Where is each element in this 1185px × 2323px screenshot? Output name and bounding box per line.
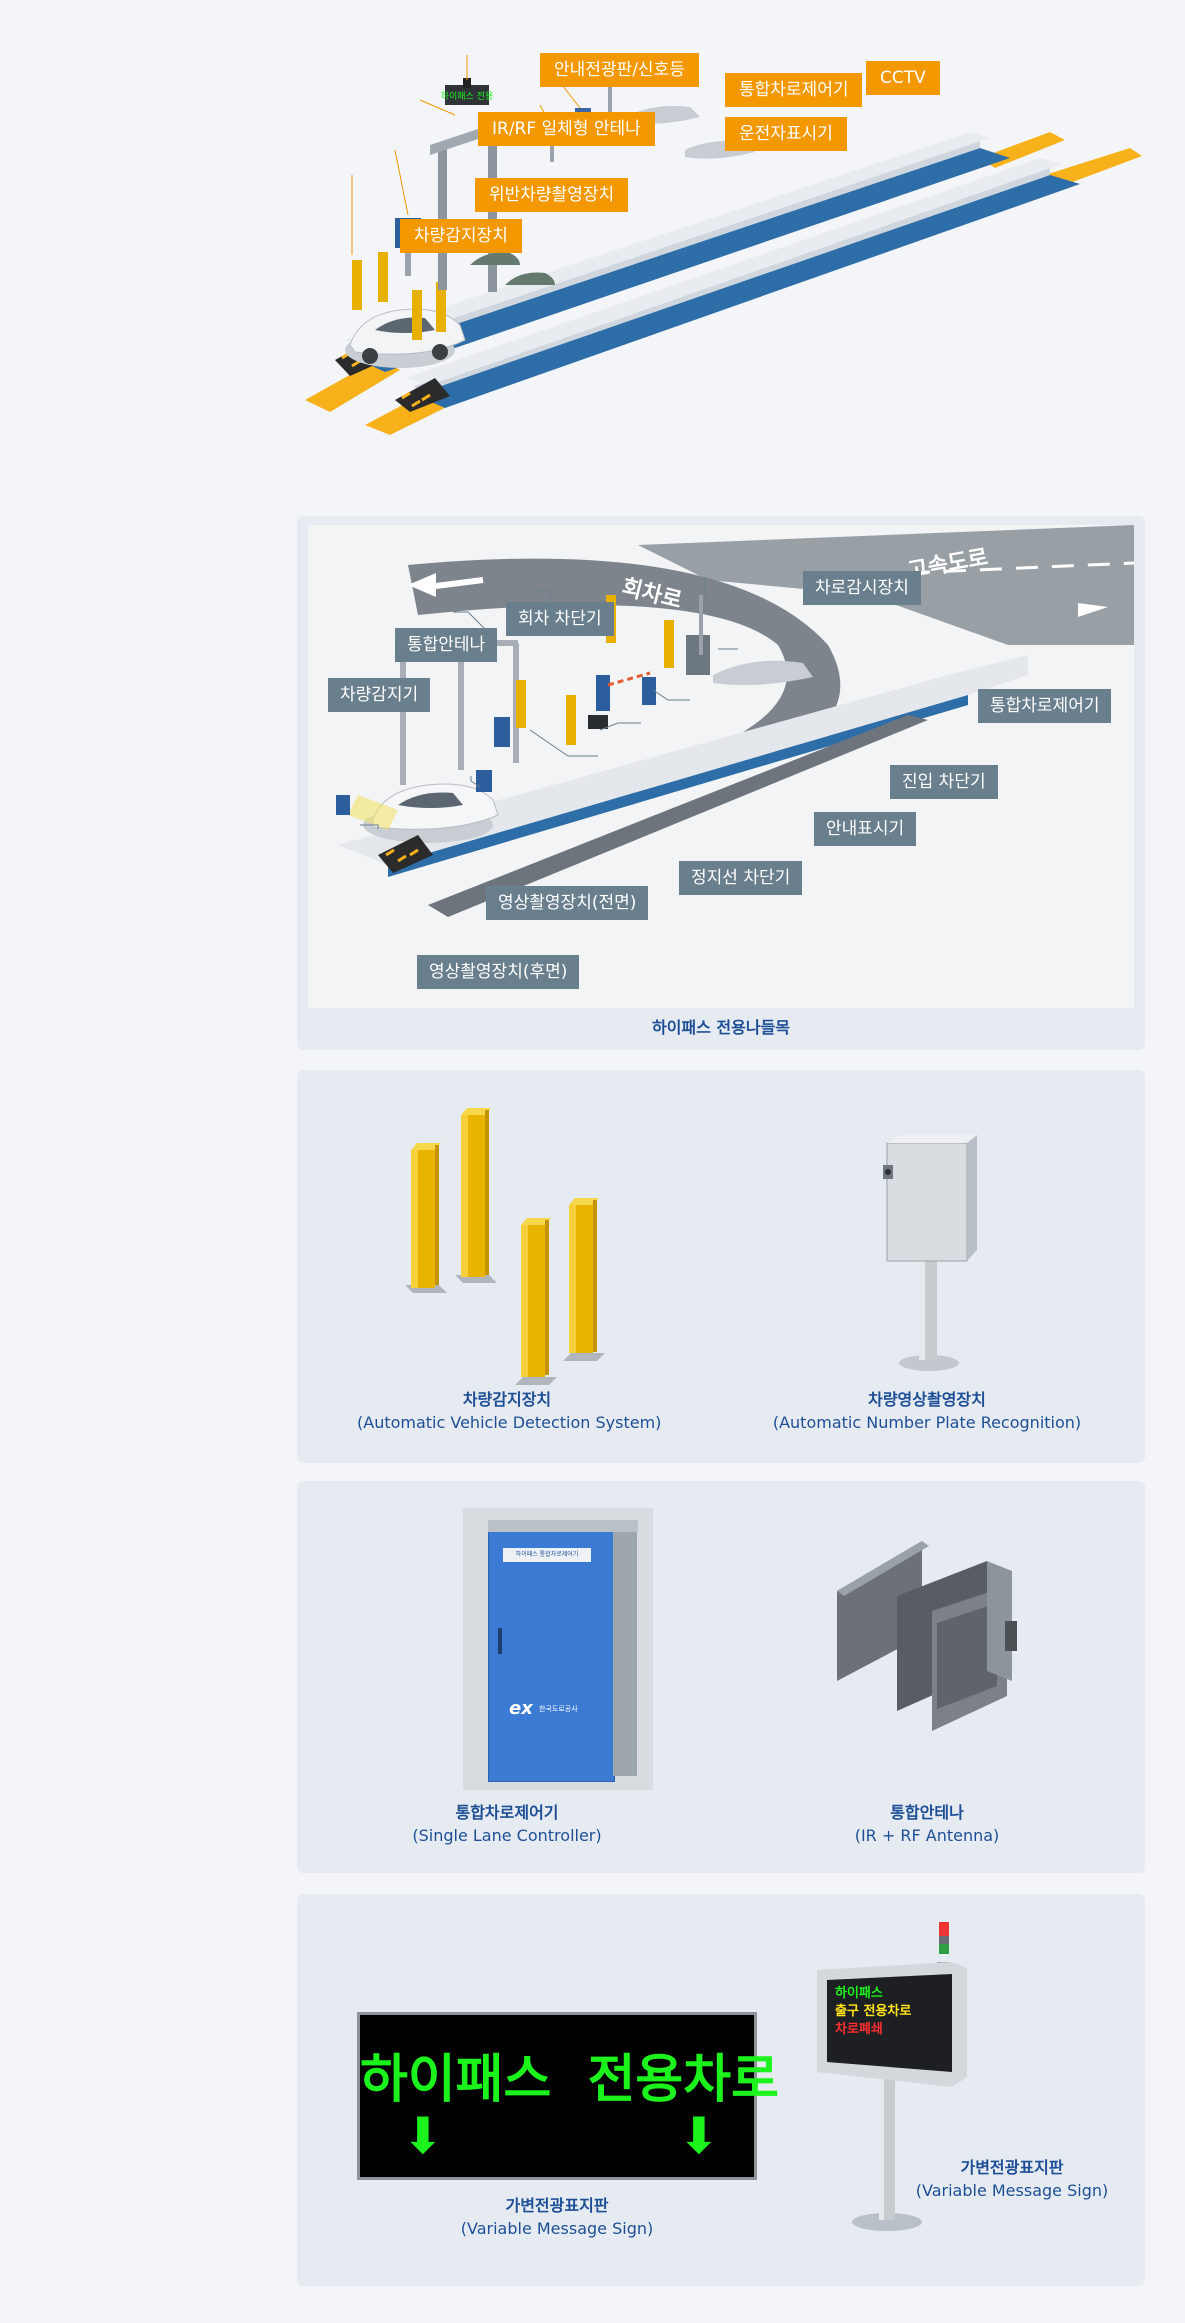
hero-illustration: 하이패스 전용 [290,40,1150,440]
vms-line-3: 차로폐쇄 [835,2022,883,2037]
label-lane-controller: 통합차로제어기 [725,73,863,107]
vehicle-detection-posts-image [397,1095,617,1385]
antenna-image [837,1541,1027,1741]
vehicle-detection-caption: 차량감지장치 (Automatic Vehicle Detection Syst… [357,1388,662,1434]
interchange-caption: 하이패스 전용나들목 [651,1018,791,1037]
interchange-diagram [308,525,1134,1008]
devices-panel-1: 차량감지장치 (Automatic Vehicle Detection Syst… [297,1070,1145,1463]
label-lane-controller-2: 통합차로제어기 [978,689,1112,723]
cabinet-door [488,1530,615,1782]
vms-line-2: 출구 전용차로 [835,2004,912,2019]
cabinet-brand-logo: ex [509,1698,533,1719]
vehicle-detection-subtitle: (Automatic Vehicle Detection System) [357,1413,662,1432]
cabinet-side [613,1524,637,1776]
vms-pole-title: 가변전광표지판 [960,2158,1064,2177]
cabinet-plate: 하이패스 통합차로제어기 [503,1548,591,1562]
anpr-caption: 차량영상촬영장치 (Automatic Number Plate Recogni… [767,1388,1087,1434]
label-vehicle-detection: 차량감지장치 [400,219,522,253]
interchange-panel: 회차로 고속도로 차로감시장치 회차 차단기 통합안테나 차량감지기 통합차로제… [297,516,1145,1050]
antenna-subtitle: (IR + RF Antenna) [854,1826,1000,1845]
anpr-camera-image [879,1135,979,1385]
label-stopline-barrier: 정지선 차단기 [679,861,803,895]
vms-pole-caption: 가변전광표지판 (Variable Message Sign) [882,2156,1142,2202]
label-info-sign: 안내전광판/신호등 [540,53,699,87]
lane-controller-image: 하이패스 통합차로제어기 ex 한국도로공사 [463,1508,653,1790]
cabinet-text: 한국도로공사 [539,1705,578,1713]
label-rear-camera: 영상촬영장치(후면) [417,955,580,989]
arrow-down-left-icon: ⬇ [402,2107,444,2165]
anpr-title: 차량영상촬영장치 [868,1390,986,1409]
vehicle-detection-title: 차량감지장치 [462,1390,552,1409]
arrow-down-right-icon: ⬇ [678,2107,720,2165]
label-return-barrier: 회차 차단기 [506,602,614,636]
label-driver-display: 운전자표시기 [725,117,847,151]
antenna-caption: 통합안테나 (IR + RF Antenna) [777,1801,1077,1847]
label-guide-display: 안내표시기 [814,812,917,846]
cabinet-top [488,1520,638,1532]
label-integrated-antenna: 통합안테나 [395,628,498,662]
cabinet-handle [498,1628,502,1654]
label-front-camera: 영상촬영장치(전면) [486,886,649,920]
lane-controller-title: 통합차로제어기 [455,1803,559,1822]
lane-controller-caption: 통합차로제어기 (Single Lane Controller) [357,1801,657,1847]
antenna-title: 통합안테나 [890,1803,964,1822]
vms-large-caption: 가변전광표지판 (Variable Message Sign) [407,2194,707,2240]
car-illustration [345,308,466,368]
devices-panel-3: 하이패스 전용차로 ⬇ ⬇ 하이패스 출구 전용차로 차로폐쇄 가변전광표지판 … [297,1894,1145,2286]
vms-large-subtitle: (Variable Message Sign) [460,2219,654,2238]
vms-pole-subtitle: (Variable Message Sign) [915,2181,1109,2200]
vms-sign-large: 하이패스 전용차로 ⬇ ⬇ [357,2012,779,2180]
vms-pole-sign: 하이패스 출구 전용차로 차로폐쇄 [817,1922,977,2242]
vms-large-title: 가변전광표지판 [505,2196,609,2215]
toll-lane-diagram: 하이패스 전용 [305,54,1142,435]
label-vehicle-detector: 차량감지기 [328,678,431,712]
vms-sign-text: 하이패스 전용차로 [360,2050,779,2110]
label-entry-barrier: 진입 차단기 [890,765,998,799]
label-lane-monitor: 차로감시장치 [803,571,921,605]
lane-controller-subtitle: (Single Lane Controller) [412,1826,602,1845]
anpr-subtitle: (Automatic Number Plate Recognition) [772,1413,1082,1432]
label-cctv: CCTV [866,61,940,95]
label-violation-camera: 위반차량촬영장치 [475,178,629,212]
gantry-sign-text: 하이패스 전용 [441,91,494,102]
devices-panel-2: 하이패스 통합차로제어기 ex 한국도로공사 통합차로제어기 (Single L… [297,1481,1145,1873]
label-antenna: IR/RF 일체형 안테나 [478,112,655,146]
vms-line-1: 하이패스 [835,1986,883,2001]
